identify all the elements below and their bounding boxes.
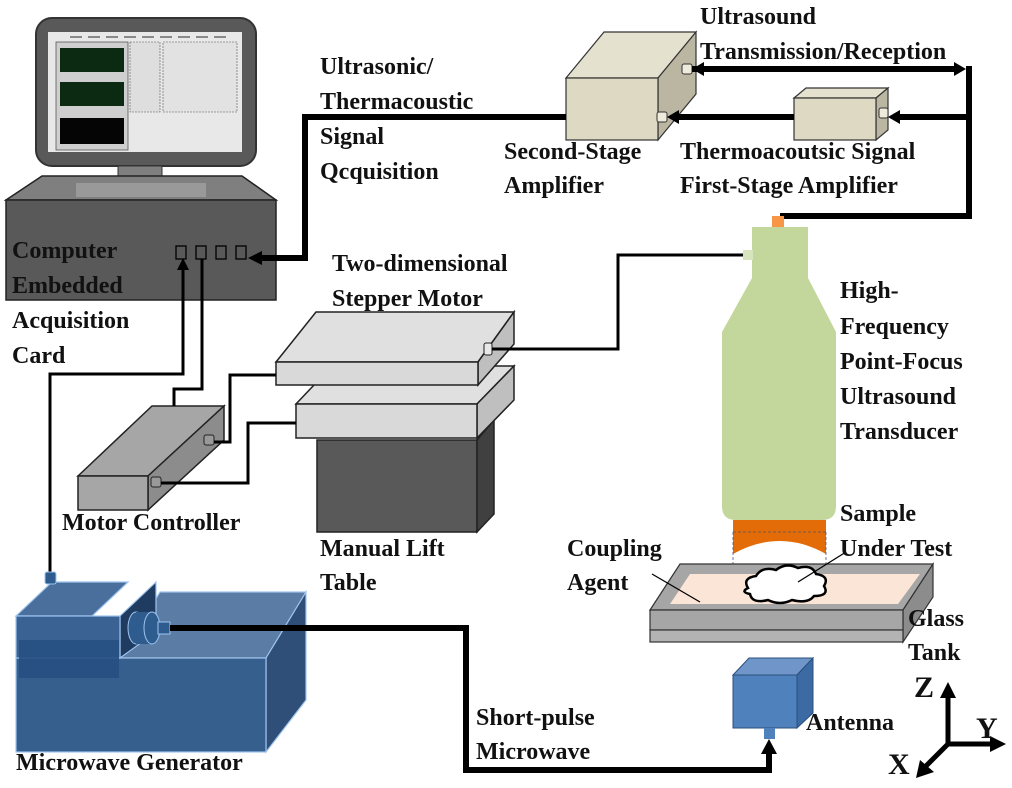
motor-controller <box>76 404 226 512</box>
svg-text:Glass: Glass <box>908 606 964 632</box>
sample-cloud <box>743 564 827 605</box>
label-computer: Computer Embedded Acquisition Card <box>12 238 129 369</box>
stepper-motor-upper <box>274 309 516 387</box>
monitor-screen-content <box>55 36 238 151</box>
wire-acquisition <box>260 114 566 261</box>
antenna <box>731 656 815 739</box>
label-ultrasound-tr: Ultrasound Transmission/Reception <box>700 4 946 65</box>
svg-text:Acquisition: Acquisition <box>12 308 129 334</box>
label-motor-controller: Motor Controller <box>62 510 241 536</box>
svg-text:Ultrasound: Ultrasound <box>700 4 817 30</box>
label-glass-tank: Glass Tank <box>908 606 964 666</box>
svg-text:Computer: Computer <box>12 238 118 264</box>
port-1 <box>175 245 187 260</box>
label-microwave-generator: Microwave Generator <box>16 750 243 776</box>
svg-text:Stepper Motor: Stepper Motor <box>332 286 483 312</box>
microwave-generator <box>14 571 308 754</box>
svg-text:Transducer: Transducer <box>840 419 959 445</box>
svg-text:Thermoacoutsic Signal: Thermoacoutsic Signal <box>680 139 916 165</box>
svg-text:Motor Controller: Motor Controller <box>62 510 241 536</box>
label-antenna: Antenna <box>806 710 894 736</box>
svg-text:Card: Card <box>12 343 66 369</box>
axis-label-x: X <box>888 748 910 781</box>
svg-text:Agent: Agent <box>567 570 628 596</box>
svg-text:Two-dimensional: Two-dimensional <box>332 251 508 277</box>
svg-text:Ultrasound: Ultrasound <box>840 384 957 410</box>
glass-tank <box>648 551 935 644</box>
svg-text:Manual Lift: Manual Lift <box>320 536 445 562</box>
svg-text:Antenna: Antenna <box>806 710 894 736</box>
control-wires <box>48 253 743 572</box>
signal-wires <box>248 62 972 265</box>
first-stage-amplifier <box>792 86 890 142</box>
svg-text:Microwave Generator: Microwave Generator <box>16 750 243 776</box>
svg-text:Table: Table <box>320 570 377 596</box>
axis-label-y: Y <box>976 712 998 745</box>
label-short-pulse: Short-pulse Microwave <box>476 705 595 765</box>
svg-text:Tank: Tank <box>908 640 961 666</box>
label-stepper-motor: Two-dimensional Stepper Motor <box>332 251 508 312</box>
label-coupling-agent: Coupling Agent <box>567 536 662 596</box>
port-3 <box>215 245 227 260</box>
computer-case <box>3 175 279 301</box>
svg-text:Microwave: Microwave <box>476 739 591 765</box>
label-first-stage-amplifier: Thermoacoutsic Signal First-Stage Amplif… <box>680 139 916 199</box>
svg-text:Thermacoustic: Thermacoustic <box>320 89 474 115</box>
label-transducer: High- Frequency Point-Focus Ultrasound T… <box>840 278 963 445</box>
svg-text:Amplifier: Amplifier <box>504 173 604 199</box>
label-lift-table: Manual Lift Table <box>320 536 445 596</box>
svg-text:Ultrasonic/: Ultrasonic/ <box>320 54 434 80</box>
svg-text:First-Stage Amplifier: First-Stage Amplifier <box>680 173 898 199</box>
microwave-feed-wire <box>170 625 777 773</box>
svg-text:Coupling: Coupling <box>567 536 662 562</box>
svg-text:Signal: Signal <box>320 124 384 150</box>
label-signal-acquisition: Ultrasonic/ Thermacoustic Signal Qcquisi… <box>320 54 474 185</box>
axis-label-z: Z <box>914 671 934 704</box>
svg-text:Point-Focus: Point-Focus <box>840 349 963 375</box>
svg-text:Short-pulse: Short-pulse <box>476 705 595 731</box>
label-sample: Sample Under Test <box>840 501 952 562</box>
manual-lift-table <box>316 417 495 534</box>
port-4 <box>235 245 247 260</box>
svg-text:High-: High- <box>840 278 899 304</box>
computer-monitor <box>35 17 257 187</box>
svg-text:Qcquisition: Qcquisition <box>320 159 439 185</box>
svg-text:Frequency: Frequency <box>840 314 949 340</box>
ultrasound-transducer <box>722 216 836 578</box>
svg-text:Second-Stage: Second-Stage <box>504 139 642 165</box>
label-second-stage-amplifier: Second-Stage Amplifier <box>504 139 642 199</box>
axis-labels: Z Y X <box>888 671 998 781</box>
xyz-axes <box>916 682 1006 778</box>
second-stage-amplifier <box>564 30 698 142</box>
svg-text:Under Test: Under Test <box>840 536 952 562</box>
x-axis <box>922 742 950 770</box>
svg-text:Embedded: Embedded <box>12 273 123 299</box>
svg-text:Sample: Sample <box>840 501 916 527</box>
svg-text:Transmission/Reception: Transmission/Reception <box>700 39 946 65</box>
